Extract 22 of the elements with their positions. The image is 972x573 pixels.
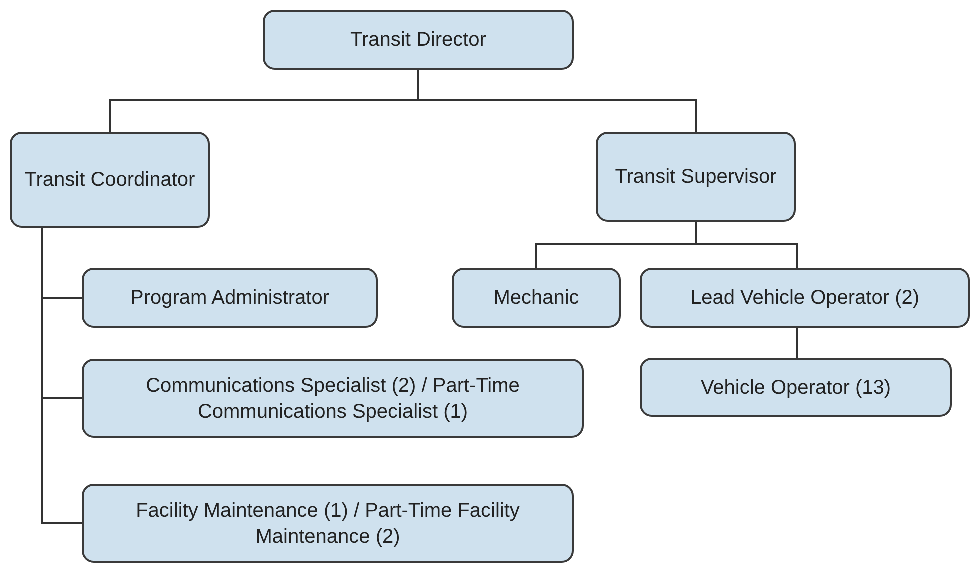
role-title: Communications Specialist (2) / Part-Time Communications Specialist (1) [145, 374, 521, 424]
connector-line [695, 222, 798, 268]
role-title: Program Administrator [130, 286, 330, 311]
role-title: Vehicle Operator (13) [700, 376, 892, 400]
role-box [82, 359, 584, 438]
role-title: Mechanic [494, 286, 580, 311]
role-title: Lead Vehicle Operator (2) [690, 286, 920, 311]
role-box [263, 10, 574, 70]
role-title: Facility Maintenance (1) / Part-Time Facility Maintenance (2) [135, 498, 521, 550]
role-title: Transit Coordinator [24, 168, 196, 193]
role-title: Transit Director [350, 28, 486, 53]
role-box [640, 358, 952, 417]
role-box [10, 132, 210, 228]
role-box [452, 268, 621, 328]
connector-line [418, 70, 697, 132]
role-box [596, 132, 796, 222]
connector-line [796, 328, 798, 358]
role-title: Transit Supervisor [615, 165, 777, 190]
role-box [82, 484, 574, 563]
connector-line [41, 228, 82, 524]
role-box [82, 268, 378, 328]
role-box [640, 268, 970, 328]
